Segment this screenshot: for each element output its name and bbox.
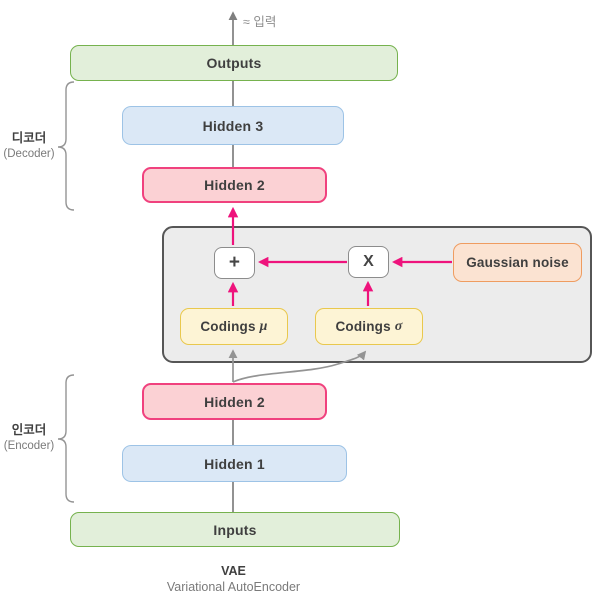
approx-input-label: ≈ 입력 (243, 15, 277, 29)
decoder-label-en: (Decoder) (3, 147, 55, 160)
mu-symbol: μ (259, 318, 268, 334)
codings-mu-text: Codings (200, 319, 256, 334)
codings-sigma-text: Codings (335, 319, 391, 334)
node-hidden1: Hidden 1 (122, 445, 347, 482)
node-hidden2-encoder: Hidden 2 (142, 383, 327, 420)
encoder-label-en: (Encoder) (3, 439, 55, 452)
encoder-label-ko: 인코더 (11, 423, 47, 437)
node-hidden3: Hidden 3 (122, 106, 344, 145)
decoder-brace-icon (57, 81, 75, 211)
node-plus-operator: + (214, 247, 255, 279)
caption: VAE Variational AutoEncoder (103, 563, 364, 596)
sigma-symbol: σ (394, 318, 403, 334)
node-multiply-operator: X (348, 246, 389, 278)
decoder-label: 디코더 (Decoder) (0, 131, 58, 161)
decoder-label-ko: 디코더 (11, 131, 47, 145)
node-codings-mu: Codings μ (180, 308, 288, 345)
node-hidden2-decoder: Hidden 2 (142, 167, 327, 203)
node-inputs: Inputs (70, 512, 400, 547)
caption-subtitle: Variational AutoEncoder (166, 580, 301, 595)
node-codings-sigma: Codings σ (315, 308, 423, 345)
caption-title: VAE (221, 564, 246, 578)
encoder-brace-icon (57, 374, 75, 503)
node-outputs: Outputs (70, 45, 398, 81)
node-gaussian-noise: Gaussian noise (453, 243, 582, 282)
encoder-label: 인코더 (Encoder) (0, 423, 58, 453)
